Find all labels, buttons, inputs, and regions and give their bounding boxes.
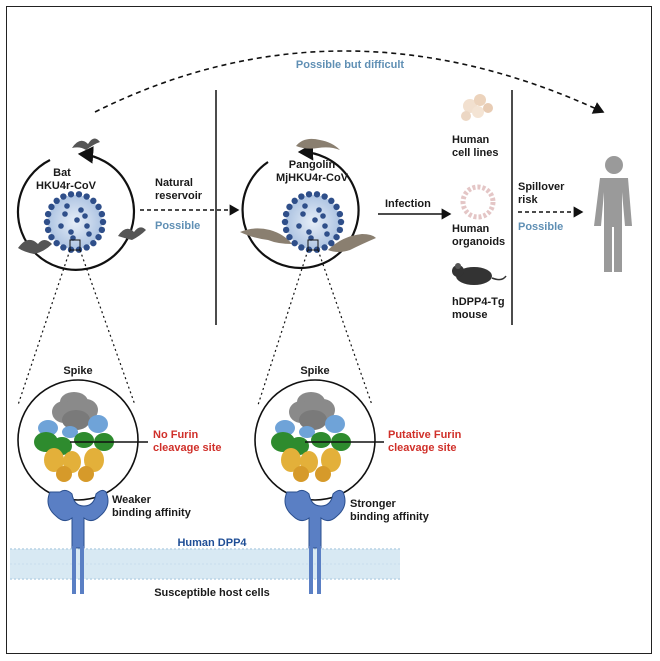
mouse-icon (452, 263, 507, 285)
mouse-label-2: mouse (452, 309, 487, 321)
pangolin-icon-left (240, 228, 292, 244)
left-furin-label-2: cleavage site (153, 442, 222, 454)
right-furin-label-2: cleavage site (388, 442, 457, 454)
bat-icon-left (18, 239, 52, 254)
bat-cycle (16, 138, 146, 271)
right-furin-label-1: Putative Furin (388, 429, 462, 441)
left-furin-label-1: No Furin (153, 429, 198, 441)
pangolin-zoom-lines (257, 249, 373, 406)
left-affinity-label-2: binding affinity (112, 507, 192, 519)
figure-frame (6, 6, 652, 654)
organoids-label-2: organoids (452, 236, 505, 248)
pangolin-cycle (240, 138, 376, 270)
bat-virus-icon (43, 191, 107, 253)
spillover-label-1: Spillover (518, 181, 565, 193)
cell-membrane (10, 549, 400, 579)
infection-label: Infection (385, 198, 431, 210)
right-affinity-label-2: binding affinity (350, 511, 430, 523)
natural-label: Natural (155, 177, 193, 189)
cell-lines-icon (461, 94, 493, 121)
right-dpp4-receptor (284, 489, 346, 594)
bat-zoom-box (69, 239, 81, 251)
reservoir-label: reservoir (155, 190, 203, 202)
pangolin-zoom-box (307, 239, 319, 251)
right-spike-title: Spike (300, 365, 329, 377)
mouse-label-1: hDPP4-Tg (452, 296, 505, 308)
left-affinity-label-1: Weaker (112, 494, 152, 506)
pangolin-label: Pangolin (289, 159, 336, 171)
left-spike-title: Spike (63, 365, 92, 377)
pangolin-icon-right (328, 234, 376, 252)
spillover-possible-label: Possible (518, 221, 563, 233)
pangolin-icon-top (296, 138, 340, 150)
bat-icon-right (118, 227, 146, 240)
host-cells-label: Susceptible host cells (154, 587, 270, 599)
cell-lines-label-1: Human (452, 134, 490, 146)
reservoir-possible-label: Possible (155, 220, 200, 232)
human-figure-icon (594, 156, 632, 272)
bat-virus-label: HKU4r-CoV (36, 180, 97, 192)
spillover-arc-arrow (94, 50, 605, 114)
left-dpp4-receptor (47, 489, 109, 594)
organoids-icon (460, 184, 496, 220)
possible-but-difficult-label: Possible but difficult (296, 59, 405, 71)
pangolin-virus-label: MjHKU4r-CoV (276, 172, 349, 184)
organoids-label-1: Human (452, 223, 490, 235)
bat-icon-top (72, 138, 100, 150)
cell-lines-label-2: cell lines (452, 147, 498, 159)
bat-zoom-lines (17, 249, 136, 406)
right-affinity-label-1: Stronger (350, 498, 397, 510)
right-spike-protein (271, 392, 351, 482)
spillover-label-2: risk (518, 194, 538, 206)
human-dpp4-label: Human DPP4 (177, 537, 247, 549)
bat-label: Bat (53, 167, 71, 179)
